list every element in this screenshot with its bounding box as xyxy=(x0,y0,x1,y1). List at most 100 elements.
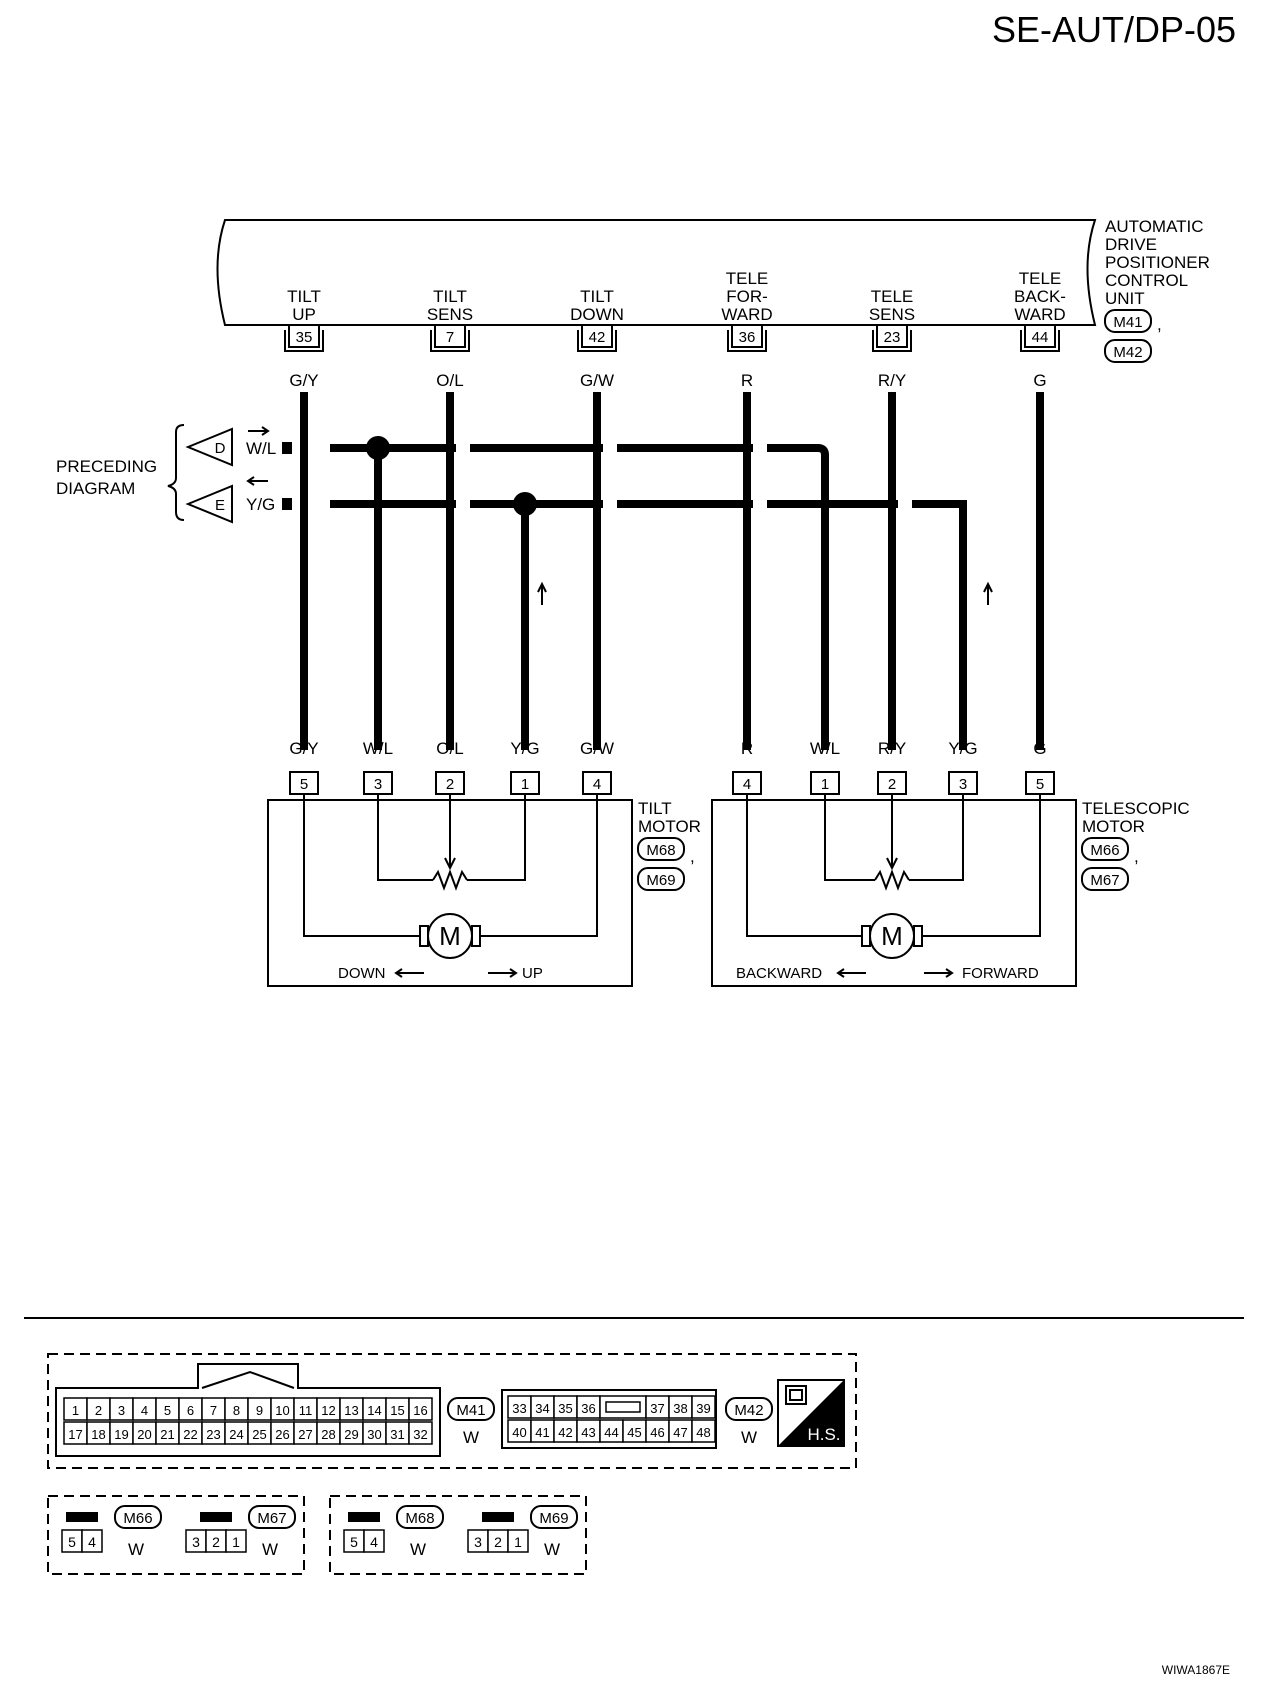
wire-color: R xyxy=(741,739,753,758)
terminal-pin: 44 xyxy=(1032,329,1049,346)
connector-pin-cell: 21 xyxy=(155,1421,180,1445)
control-unit-name-1: AUTOMATIC xyxy=(1105,217,1204,236)
terminal-label: TELE xyxy=(871,287,914,306)
connector-pin-cell: 23 xyxy=(201,1421,226,1445)
pin-number: 5 xyxy=(350,1534,358,1550)
pin-number: 15 xyxy=(390,1403,404,1418)
pin-number: 8 xyxy=(233,1403,240,1418)
pin-number: 36 xyxy=(581,1401,595,1416)
connector-code: M68 xyxy=(405,1510,434,1527)
connector-pin-cell: 22 xyxy=(178,1421,203,1445)
connector-blank-slot xyxy=(599,1395,647,1419)
connector-pin-cell: 33 xyxy=(507,1395,532,1419)
terminal-pin: 35 xyxy=(296,329,313,346)
connector-pin-cell: 1 xyxy=(225,1529,247,1553)
bus-wires xyxy=(330,436,967,750)
pin-number: 24 xyxy=(229,1427,243,1442)
terminal-pin: 7 xyxy=(446,329,454,346)
pin-number: 9 xyxy=(256,1403,263,1418)
connector-pin-cell: 16 xyxy=(408,1397,433,1421)
pin-number: 4 xyxy=(88,1534,96,1550)
pin-number: 19 xyxy=(114,1427,128,1442)
terminal-tilt-sens: TILT SENS 7 O/L xyxy=(427,287,473,390)
pin-number: 1 xyxy=(72,1403,79,1418)
wire-color: Y/G xyxy=(948,739,977,758)
pin-number: 42 xyxy=(558,1425,572,1440)
connector-pin-cell: 40 xyxy=(507,1419,532,1443)
terminal-pin: 42 xyxy=(589,329,606,346)
motor-pin: 4 xyxy=(743,776,751,793)
motor-symbol: M xyxy=(439,921,461,951)
comma: , xyxy=(1157,315,1162,334)
wire-color: Y/G xyxy=(246,495,275,514)
pin-number: 4 xyxy=(141,1403,148,1418)
connector-pin-cell: 15 xyxy=(385,1397,410,1421)
pin-number: 13 xyxy=(344,1403,358,1418)
connector-pin-cell: 42 xyxy=(553,1419,578,1443)
pin-number: 46 xyxy=(650,1425,664,1440)
connector-pin-cell: 13 xyxy=(339,1397,364,1421)
motor-pin: 5 xyxy=(1036,776,1044,793)
harness-side-icon: H.S. xyxy=(777,1379,845,1447)
telescopic-motor: TELESCOPIC MOTOR M66 , M67 R W/L R/Y Y/G… xyxy=(711,739,1190,987)
connector-pin-cell: 1 xyxy=(507,1529,529,1553)
pin-number: 16 xyxy=(413,1403,427,1418)
connector-tag-m68: M68 xyxy=(646,842,675,859)
preceding-label-1: PRECEDING xyxy=(56,457,157,476)
terminal-label: WARD xyxy=(721,305,772,324)
pin-number: 28 xyxy=(321,1427,335,1442)
tilt-motor-name-1: TILT xyxy=(638,799,672,818)
terminal-label: BACK- xyxy=(1014,287,1066,306)
wire-color: G xyxy=(1033,739,1046,758)
tele-dir-forward: FORWARD xyxy=(962,965,1039,982)
connector-pin-cell: 36 xyxy=(576,1395,601,1419)
connector-code-m41: M41 xyxy=(456,1402,485,1419)
connector-pin-cell: 14 xyxy=(362,1397,387,1421)
wire-color: W/L xyxy=(810,739,840,758)
connector-pin-cell: 46 xyxy=(645,1419,670,1443)
pin-number: 7 xyxy=(210,1403,217,1418)
preceding-letter-e: E xyxy=(215,497,225,514)
wire-color: G/Y xyxy=(289,371,318,390)
pin-number: 31 xyxy=(390,1427,404,1442)
connector-pin-cell: 29 xyxy=(339,1421,364,1445)
connector-pin-cell: 35 xyxy=(553,1395,578,1419)
tele-dir-backward: BACKWARD xyxy=(736,965,822,982)
connector-pin-cell: 47 xyxy=(668,1419,693,1443)
pin-number: 48 xyxy=(696,1425,710,1440)
pin-number: 18 xyxy=(91,1427,105,1442)
wire-color: G/W xyxy=(580,739,614,758)
terminal-tele-sens: TELE SENS 23 R/Y xyxy=(869,287,915,390)
connector-pin-cell: 19 xyxy=(109,1421,134,1445)
wire-color: Y/G xyxy=(510,739,539,758)
tele-motor-name-2: MOTOR xyxy=(1082,817,1145,836)
connector-pin-cell: 18 xyxy=(86,1421,111,1445)
terminal-tele-forward: TELE FOR- WARD 36 R xyxy=(721,269,772,390)
pin-number: 11 xyxy=(299,1403,313,1418)
terminal-label: DOWN xyxy=(570,305,624,324)
connector-pin-cell: 41 xyxy=(530,1419,555,1443)
pin-number: 2 xyxy=(212,1534,220,1550)
connector-pin-cell: 38 xyxy=(668,1395,693,1419)
connector-tag-m41: M41 xyxy=(1113,314,1142,331)
connector-code: M69 xyxy=(539,1510,568,1527)
pin-number: 21 xyxy=(160,1427,174,1442)
connector-pin-cell: 8 xyxy=(224,1397,249,1421)
connector-tag-m66: M66 xyxy=(1090,842,1119,859)
connector-color: W xyxy=(544,1540,560,1559)
connector-color: W xyxy=(741,1428,757,1447)
connector-pin-cell: 6 xyxy=(178,1397,203,1421)
pin-number: 14 xyxy=(367,1403,381,1418)
connector-code: M67 xyxy=(257,1510,286,1527)
pin-number: 38 xyxy=(673,1401,687,1416)
terminal-label: TILT xyxy=(580,287,614,306)
connector-pin-cell: 26 xyxy=(270,1421,295,1445)
pin-number: 1 xyxy=(232,1534,240,1550)
